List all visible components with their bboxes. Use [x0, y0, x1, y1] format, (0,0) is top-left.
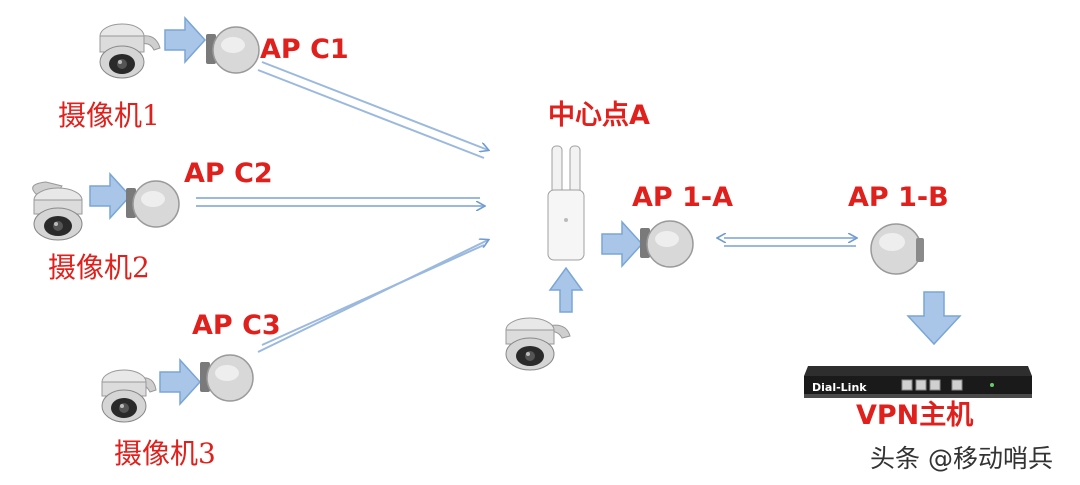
link-apc2-center: [196, 197, 484, 206]
center-ap-omni-icon: [544, 140, 588, 264]
vpn-router-icon: Dial-Link: [802, 362, 1034, 402]
label-ap-c1: AP C1: [260, 34, 349, 65]
block-arrow-center-ap1a: [601, 220, 644, 268]
label-center-a: 中心点A: [548, 100, 650, 131]
camera-3-icon: [94, 360, 166, 430]
camera-center-icon: [500, 310, 576, 376]
block-arrow-cam-center: [548, 266, 584, 313]
block-arrow-cam3: [159, 358, 202, 406]
block-arrow-cam1: [164, 16, 207, 64]
label-ap-1b: AP 1-B: [848, 182, 949, 213]
ap-c1-dish-icon: [204, 22, 260, 78]
label-vpn-host: VPN主机: [856, 400, 974, 431]
camera-1-icon: [94, 14, 166, 84]
link-apc3-center: [257, 240, 488, 353]
ap-1a-dish-icon: [638, 216, 694, 272]
block-arrow-ap1b-vpn: [906, 291, 962, 346]
label-ap-c2: AP C2: [184, 158, 273, 189]
ap-c2-dish-icon: [124, 176, 180, 232]
ap-1b-dish-icon: [866, 220, 926, 278]
label-camera-3: 摄像机3: [114, 437, 216, 470]
label-ap-c3: AP C3: [192, 310, 281, 341]
label-ap-1a: AP 1-A: [632, 182, 733, 213]
label-camera-1: 摄像机1: [58, 99, 160, 132]
block-arrow-cam2: [89, 172, 132, 220]
link-ap1a-ap1b: [724, 238, 856, 247]
link-apc1-center: [257, 61, 488, 159]
camera-2-icon: [22, 176, 94, 246]
router-brand-label: Dial-Link: [812, 381, 867, 394]
ap-c3-dish-icon: [198, 350, 254, 406]
watermark: 头条 @移动哨兵: [870, 444, 1053, 473]
label-camera-2: 摄像机2: [48, 251, 150, 284]
